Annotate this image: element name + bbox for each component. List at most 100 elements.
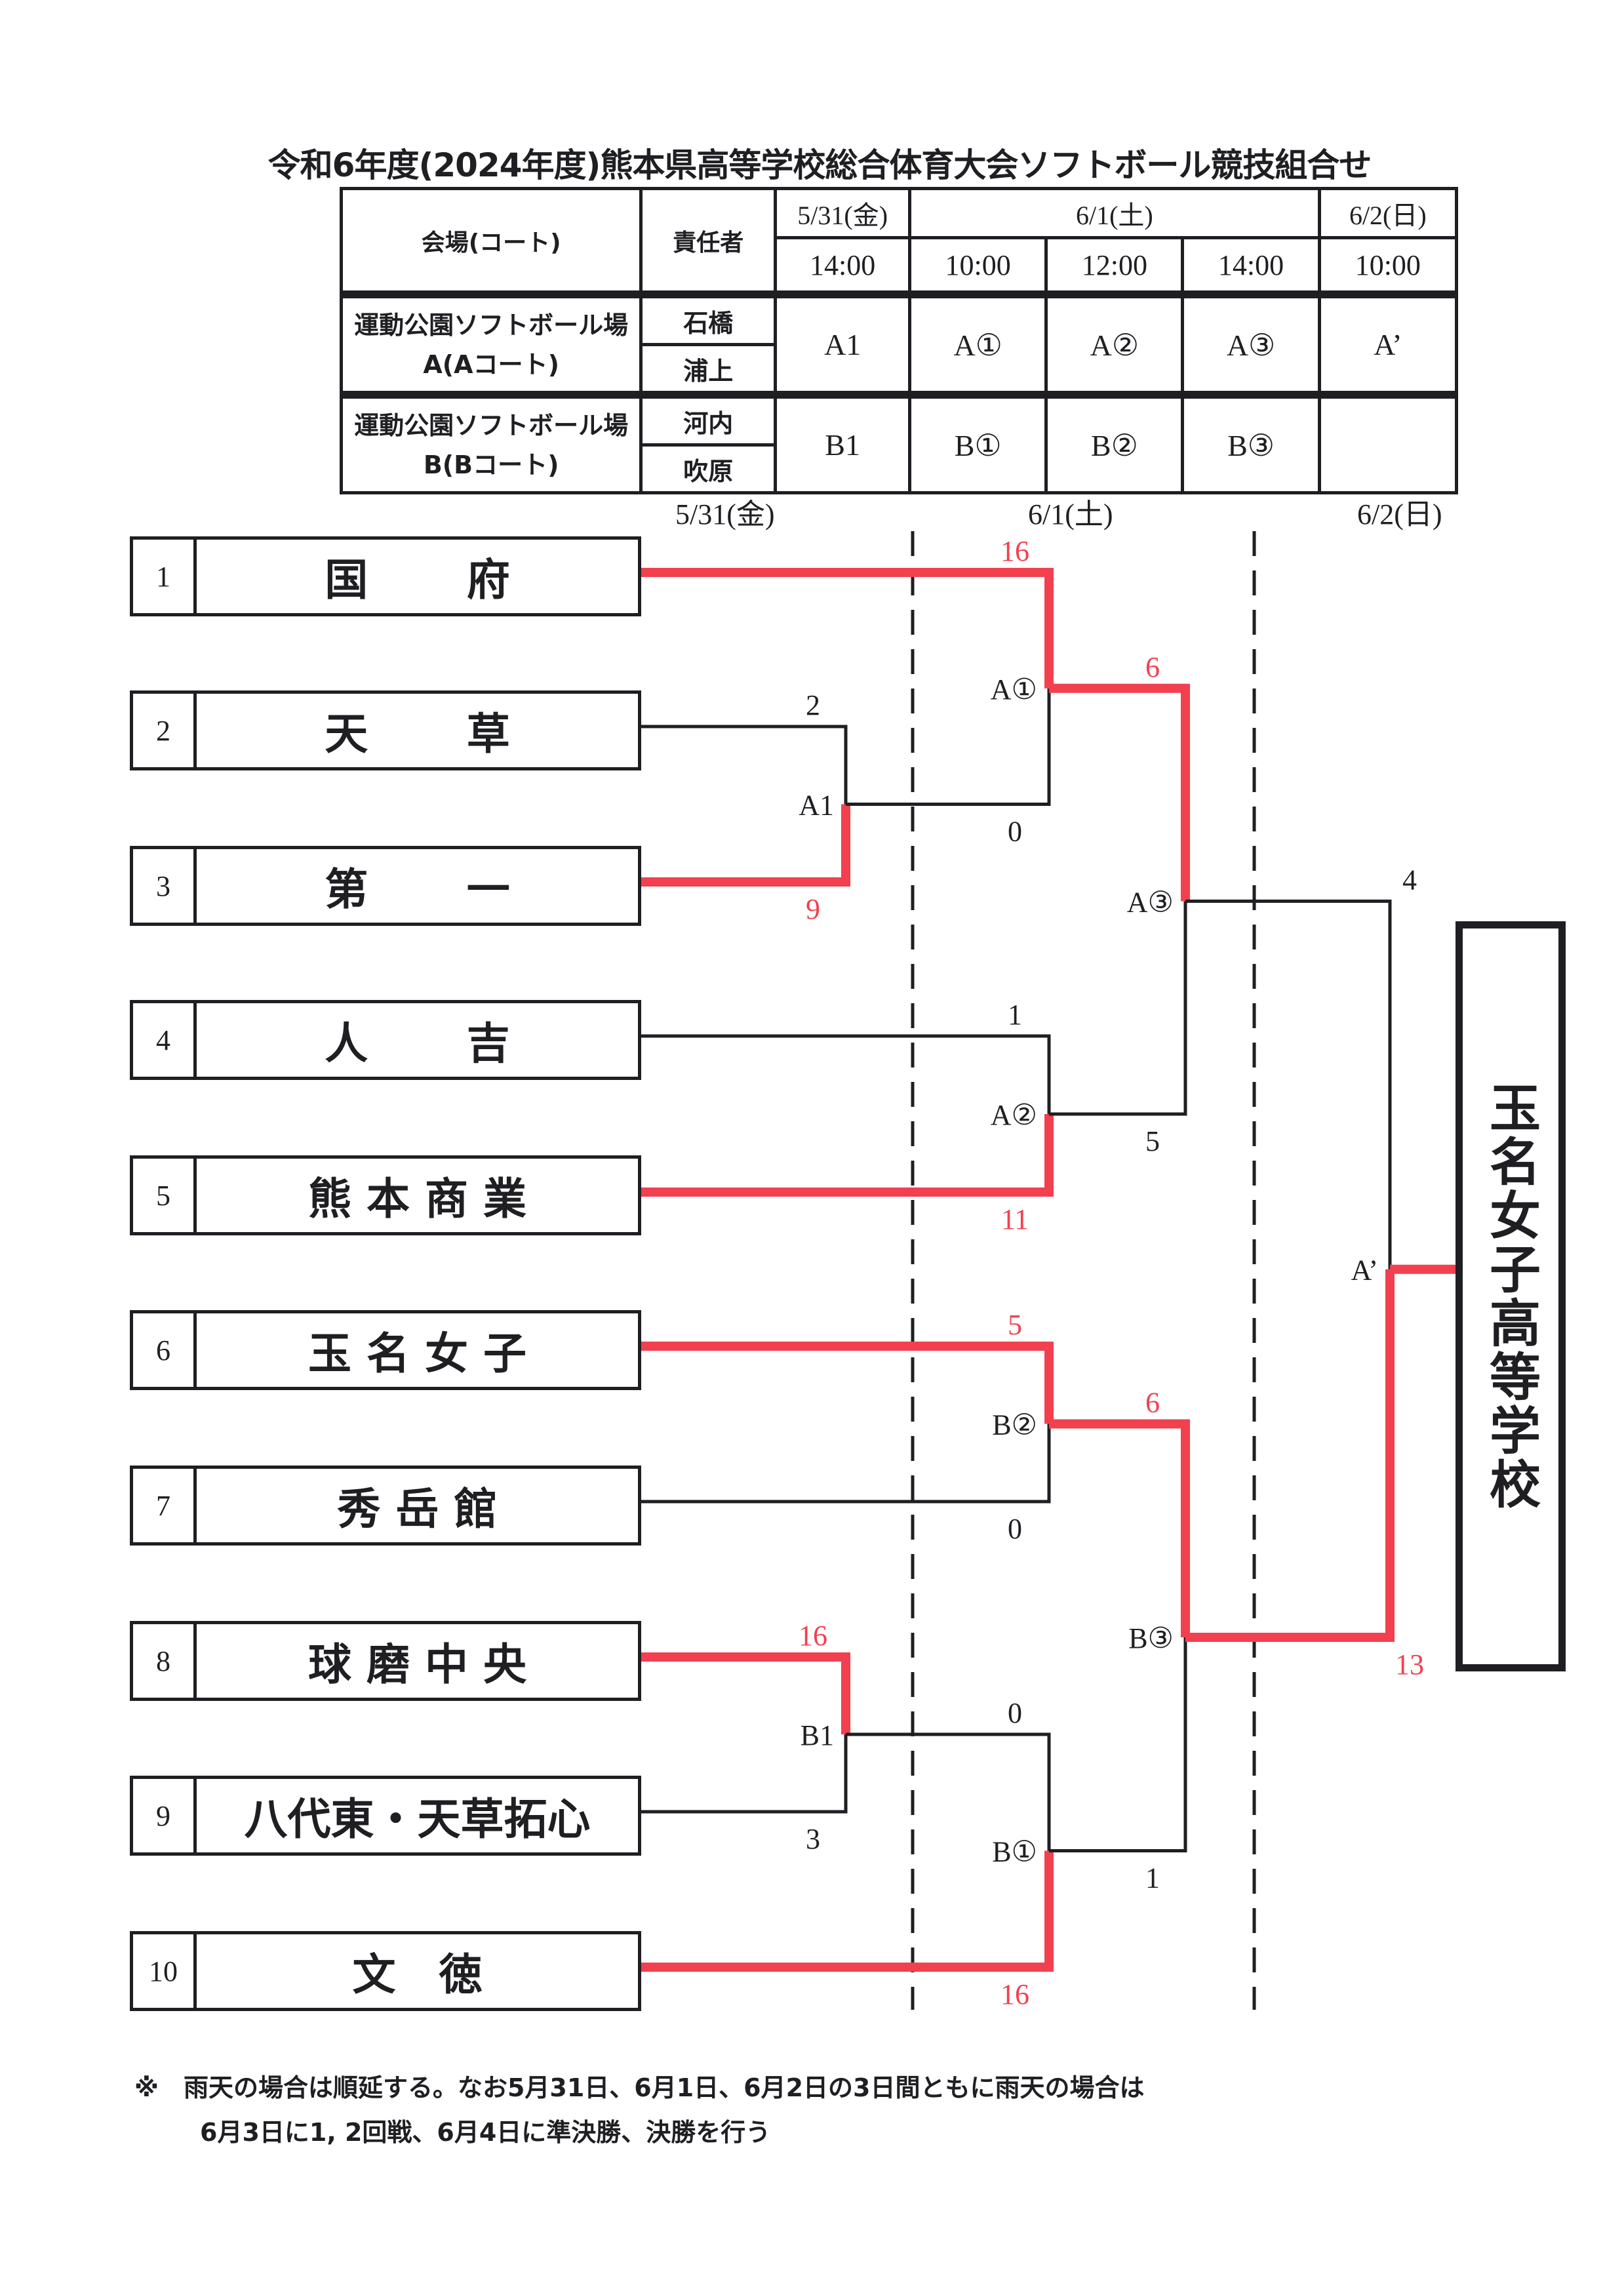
score-label: 2 (806, 689, 820, 721)
day-label: 6/2(日) (1357, 498, 1442, 530)
team-name-char: 第 (325, 864, 368, 915)
team-name-char: 一 (466, 864, 510, 915)
team-seed: 5 (133, 1159, 197, 1232)
match-label: A② (991, 1099, 1037, 1131)
team-name-char: 草 (466, 709, 510, 759)
bracket-line (639, 1034, 1051, 1114)
person-cell: 河内 (639, 393, 778, 447)
team-box: 8 球 磨 中 央 (130, 1621, 641, 1701)
winner-line (639, 804, 850, 887)
match-cell: B② (1044, 393, 1185, 494)
team-name: 第一 (197, 849, 638, 923)
winner-line (639, 1850, 1054, 1972)
score-label: 0 (1008, 816, 1022, 848)
person-cell: 石橋 (639, 292, 778, 346)
team-seed: 4 (133, 1003, 197, 1077)
score-label: 9 (806, 893, 820, 925)
champion-box: 玉名女子高等学校 (1456, 921, 1566, 1671)
team-name: 球 磨 中 央 (308, 1639, 526, 1690)
match-label: A1 (799, 789, 834, 822)
venue-cell: 運動公園ソフトボール場B(Bコート) (339, 393, 643, 494)
bracket-line (639, 1734, 848, 1814)
match-cell: A③ (1181, 292, 1321, 399)
winner-line (1049, 683, 1190, 902)
score-label: 0 (1008, 1513, 1022, 1545)
team-name: 人吉 (197, 1003, 638, 1077)
match-label: B③ (1128, 1622, 1174, 1654)
team-seed: 7 (133, 1469, 197, 1542)
winner-line (639, 1342, 1054, 1424)
page-title: 令和6年度(2024年度)熊本県高等学校総合体育大会ソフトボール競技組合せ (267, 146, 1372, 184)
match-cell: A② (1044, 292, 1185, 399)
date-header: 6/2(日) (1317, 187, 1459, 239)
score-label: 16 (1000, 535, 1029, 567)
bracket-line (1049, 901, 1187, 1116)
bracket-line (846, 688, 1051, 806)
team-box: 10 文 徳 (130, 1931, 641, 2011)
bracket-line (1049, 1637, 1187, 1852)
bracket-line (1185, 899, 1392, 1269)
day-label: 5/31(金) (675, 498, 775, 530)
team-seed: 9 (133, 1779, 197, 1852)
match-label: A’ (1351, 1254, 1378, 1287)
match-cell: A① (908, 292, 1048, 399)
team-name-char: 府 (466, 555, 510, 605)
score-label: 5 (1145, 1125, 1160, 1157)
match-cell (1317, 393, 1459, 494)
score-label: 4 (1402, 864, 1417, 896)
team-seed: 10 (133, 1934, 197, 2008)
person-cell: 浦上 (639, 343, 778, 399)
team-name: 八代東・天草拓心 (244, 1794, 591, 1845)
team-name-char: 人 (325, 1018, 368, 1069)
score-label: 0 (1008, 1697, 1022, 1729)
team-seed: 6 (133, 1313, 197, 1387)
score-label: 1 (1145, 1862, 1160, 1894)
team-name-char: 国 (325, 555, 368, 605)
bracket-line (639, 1424, 1051, 1504)
score-label: 6 (1145, 651, 1160, 683)
score-label: 3 (806, 1823, 820, 1855)
team-name: 熊 本 商 業 (308, 1174, 526, 1224)
match-cell: B1 (774, 393, 912, 494)
time-header: 10:00 (1317, 236, 1459, 298)
winner-line (639, 1114, 1054, 1197)
venue-header: 会場(コート) (339, 187, 643, 298)
team-name-char: 天 (325, 709, 368, 759)
team-seed: 8 (133, 1624, 197, 1698)
score-label: 16 (1000, 1978, 1029, 2010)
match-cell: A’ (1317, 292, 1459, 399)
score-label: 6 (1145, 1387, 1160, 1419)
match-cell: A1 (774, 292, 912, 399)
team-box: 5 熊 本 商 業 (130, 1155, 641, 1235)
footnote-line: ※ 雨天の場合は順延する。なお5月31日、6月1日、6月2日の3日間ともに雨天の… (134, 2073, 1145, 2102)
date-header: 5/31(金) (774, 187, 912, 239)
person-header: 責任者 (639, 187, 778, 298)
team-name: 文 徳 (352, 1949, 483, 2000)
day-label: 6/1(土) (1028, 498, 1113, 530)
match-cell: B① (908, 393, 1048, 494)
time-header: 10:00 (908, 236, 1048, 298)
match-label: A③ (1127, 886, 1174, 918)
bracket-line (639, 725, 848, 805)
team-name: 国府 (197, 540, 638, 613)
team-name-char: 吉 (466, 1018, 510, 1069)
match-label: B1 (801, 1719, 834, 1751)
winner-line (1185, 1269, 1395, 1642)
team-name: 天草 (197, 694, 638, 767)
match-label: B② (992, 1409, 1037, 1441)
schedule-table: 会場(コート) 責任者 5/31(金) 6/1(土) 6/2(日) 14:00 … (339, 187, 1459, 494)
match-cell: B③ (1181, 393, 1321, 494)
team-seed: 1 (133, 540, 197, 613)
winner-line (1049, 1419, 1190, 1637)
score-label: 11 (1001, 1203, 1029, 1235)
winner-line (639, 1652, 850, 1734)
match-label: A① (991, 673, 1037, 706)
team-box: 9 八代東・天草拓心 (130, 1776, 641, 1856)
date-header: 6/1(土) (908, 187, 1321, 239)
team-name: 玉 名 女 子 (308, 1328, 526, 1379)
